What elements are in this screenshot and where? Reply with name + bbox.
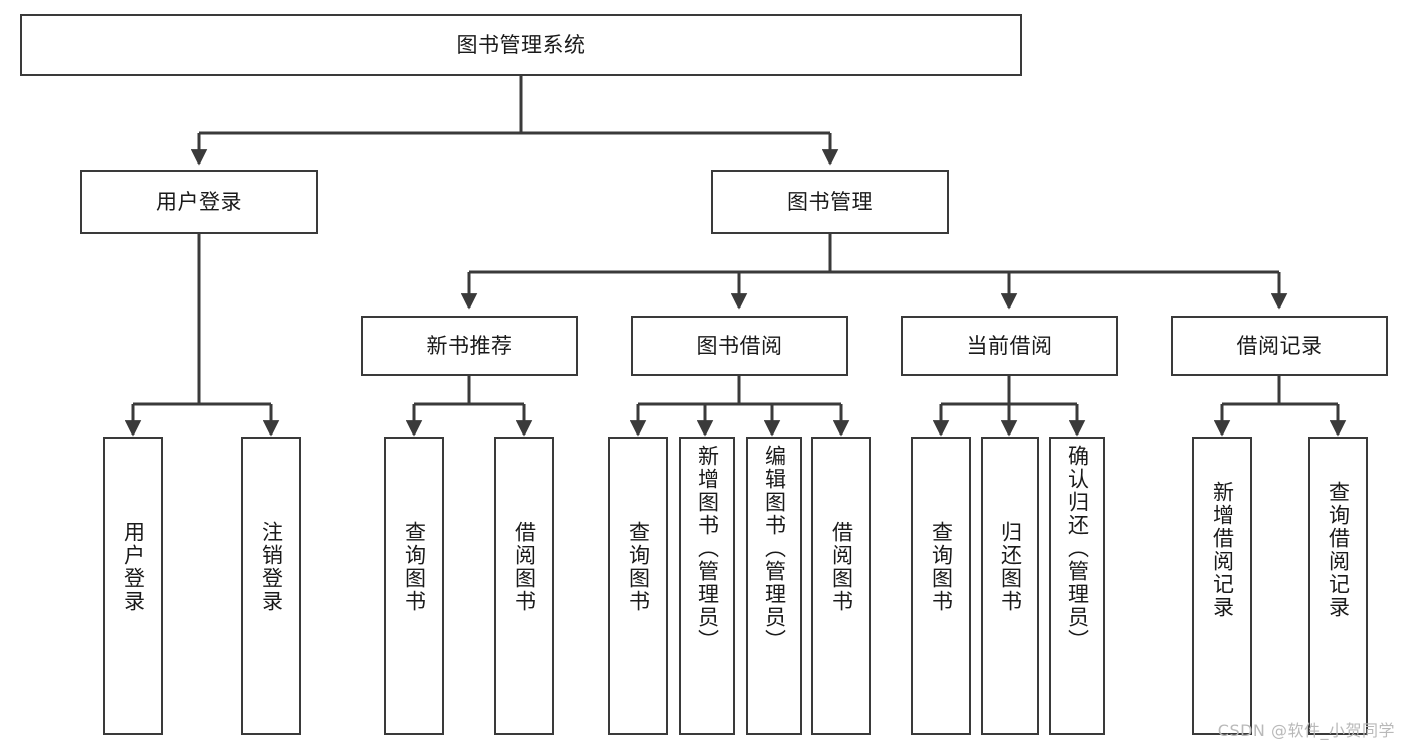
node-root-system[interactable]: 图书管理系统 bbox=[20, 14, 1022, 76]
node-label: 查询借阅记录 bbox=[1326, 481, 1351, 619]
node-label: 借阅记录 bbox=[1236, 333, 1323, 358]
node-leaf-return-book[interactable]: 归还图书 bbox=[981, 437, 1039, 735]
node-leaf-confirm-return[interactable]: 确认归还（管理员） bbox=[1049, 437, 1105, 735]
node-leaf-logout[interactable]: 注销登录 bbox=[241, 437, 301, 735]
csdn-watermark: CSDN @软件_小贺同学 bbox=[1217, 721, 1395, 740]
node-label: 图书管理系统 bbox=[456, 32, 586, 57]
node-label: 当前借阅 bbox=[966, 333, 1053, 358]
node-leaf-borrow-book-1[interactable]: 借阅图书 bbox=[494, 437, 554, 735]
node-label: 图书借阅 bbox=[696, 333, 783, 358]
node-leaf-add-record[interactable]: 新增借阅记录 bbox=[1192, 437, 1252, 735]
node-leaf-query-record[interactable]: 查询借阅记录 bbox=[1308, 437, 1368, 735]
node-user-login[interactable]: 用户登录 bbox=[80, 170, 318, 234]
node-leaf-query-book-1[interactable]: 查询图书 bbox=[384, 437, 444, 735]
node-leaf-user-login[interactable]: 用户登录 bbox=[103, 437, 163, 735]
node-label: 查询图书 bbox=[929, 521, 954, 613]
node-book-manage[interactable]: 图书管理 bbox=[711, 170, 949, 234]
node-leaf-borrow-book-2[interactable]: 借阅图书 bbox=[811, 437, 871, 735]
node-label: 归还图书 bbox=[998, 521, 1023, 613]
node-label: 用户登录 bbox=[156, 189, 242, 214]
node-leaf-query-book-2[interactable]: 查询图书 bbox=[608, 437, 668, 735]
node-label: 图书管理 bbox=[787, 189, 873, 214]
node-book-borrow[interactable]: 图书借阅 bbox=[631, 316, 848, 376]
node-current-borrow[interactable]: 当前借阅 bbox=[901, 316, 1118, 376]
node-leaf-edit-book[interactable]: 编辑图书（管理员） bbox=[746, 437, 802, 735]
node-label: 查询图书 bbox=[402, 521, 427, 613]
node-label: 借阅图书 bbox=[512, 521, 537, 613]
node-label: 新增借阅记录 bbox=[1210, 481, 1235, 619]
node-label: 新增图书（管理员） bbox=[695, 445, 720, 652]
node-label: 注销登录 bbox=[259, 521, 284, 613]
node-label: 用户登录 bbox=[121, 521, 146, 613]
node-new-book-recommend[interactable]: 新书推荐 bbox=[361, 316, 578, 376]
node-label: 编辑图书（管理员） bbox=[762, 445, 787, 652]
node-label: 确认归还（管理员） bbox=[1065, 445, 1090, 652]
node-leaf-add-book[interactable]: 新增图书（管理员） bbox=[679, 437, 735, 735]
node-label: 新书推荐 bbox=[426, 333, 513, 358]
node-borrow-record[interactable]: 借阅记录 bbox=[1171, 316, 1388, 376]
node-label: 查询图书 bbox=[626, 521, 651, 613]
node-leaf-query-book-3[interactable]: 查询图书 bbox=[911, 437, 971, 735]
node-label: 借阅图书 bbox=[829, 521, 854, 613]
